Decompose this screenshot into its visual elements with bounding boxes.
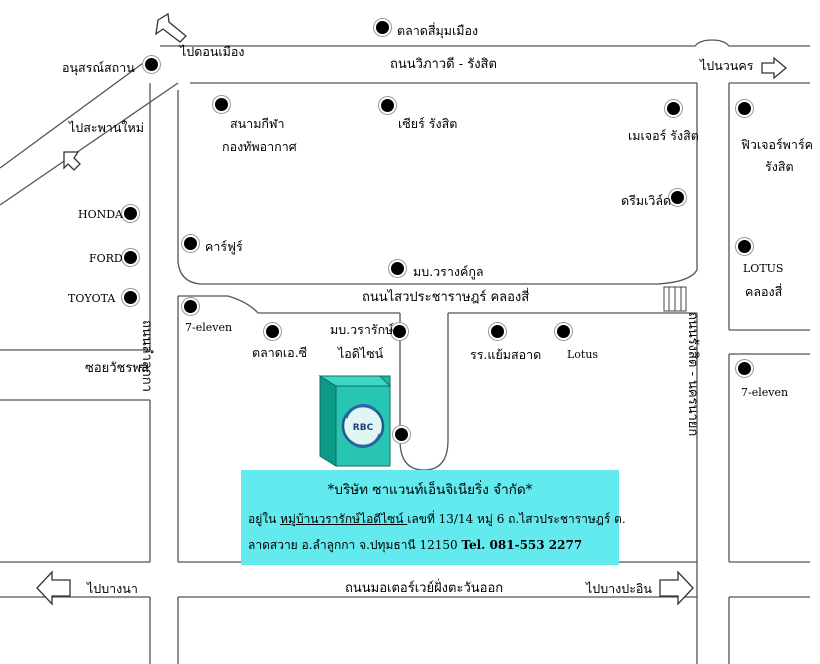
company-building-icon	[318, 375, 392, 467]
company-logo-text: RBC	[353, 423, 374, 433]
landmark-dot-school	[491, 325, 504, 338]
label-anusawari: อนุสรณ์สถาน	[62, 60, 135, 75]
label-talat-ec: ตลาดเอ.ซี	[252, 345, 308, 360]
landmark-dot-seven-right	[738, 362, 751, 375]
label-dreamworld: ดรีมเวิล์ด	[621, 193, 672, 208]
landmark-dot-major	[667, 102, 680, 115]
label-school: รร.แย้มสอาด	[470, 347, 542, 362]
landmark-dot-sanam-kila	[215, 98, 228, 111]
landmark-dot-future-top	[381, 99, 394, 112]
address-line-2: ลาดสวาย อ.ลำลูกกา จ.ปทุมธานี 12150 Tel. …	[248, 536, 582, 555]
label-kong-thap-akat: กองทัพอากาศ	[222, 139, 297, 154]
label-future-park-2: รังสิต	[765, 159, 794, 174]
label-carrefour: คาร์ฟูร์	[205, 239, 243, 254]
address-line-1: อยู่ใน หมู่บ้านวรารักษ์ไอดีไซน์ เลขที่ 1…	[248, 510, 626, 529]
company-info-box: *บริษัท ซาแวนท์เอ็นจิเนียริ่ง จำกัด* อยู…	[241, 470, 626, 565]
bottom-road-label: ถนนมอเตอร์เวย์ฝั่งตะวันออก	[345, 581, 504, 596]
label-toyota: TOYOTA	[68, 292, 116, 305]
landmark-dot-talat-si-mum-mueang	[376, 21, 389, 34]
label-future-top: เซียร์ รังสิต	[398, 116, 458, 131]
landmark-dot-anusawari	[145, 58, 158, 71]
soi-label: ซอยวัชรพล	[85, 361, 149, 376]
label-honda: HONDA	[78, 208, 123, 221]
arrow-right-bottom-icon	[659, 570, 694, 606]
arrow-left-bottom-icon	[36, 570, 71, 606]
top-road-label: ถนนวิภาวดี - รังสิต	[390, 57, 497, 72]
arrow-right-top-icon	[761, 56, 788, 80]
label-sanam-kila: สนามกีฬา	[230, 116, 285, 131]
don-mueang-label: ไปดอนเมือง	[180, 44, 245, 59]
address-prefix: อยู่ใน	[248, 512, 281, 526]
inner-road-label: ถนนไสวประชาราษฎร์ คลองสี่	[362, 290, 530, 305]
landmark-dot-honda	[124, 207, 137, 220]
nawanakorn-label: ไปนวนคร	[700, 58, 754, 73]
address-detail: เลขที่ 13/14 หมู่ 6 ถ.ไสวประชาราษฎร์ ต.	[407, 512, 626, 526]
bang-pa-in-label: ไปบางปะอิน	[586, 581, 652, 596]
label-seven-left: 7-eleven	[185, 321, 233, 334]
landmark-dot-ford	[124, 251, 137, 264]
company-title: *บริษัท ซาแวนท์เอ็นจิเนียริ่ง จำกัด*	[327, 482, 533, 498]
landmark-dot-wararak	[393, 325, 406, 338]
village-name: หมู่บ้านวรารักษ์ไอดีไซน์	[280, 512, 408, 526]
label-lotus-small: Lotus	[567, 348, 599, 361]
landmark-dot-toyota	[124, 291, 137, 304]
label-seven-right: 7-eleven	[741, 386, 789, 399]
landmark-dot-lotus-small	[557, 325, 570, 338]
telephone: Tel. 081-553 2277	[461, 538, 583, 552]
label-future-park: ฟิวเจอร์พาร์ค	[741, 137, 814, 152]
label-wararak-2: ไอดิไซน์	[338, 346, 384, 361]
label-major: เมเจอร์ รังสิต	[628, 128, 699, 143]
label-wararak-1: มบ.วรารักษ์	[330, 322, 394, 337]
label-talat-si-mum-mueang: ตลาดสี่มุมเมือง	[397, 23, 479, 38]
landmark-dot-company	[395, 428, 408, 441]
landmark-dot-future-park	[738, 102, 751, 115]
arrow-up-left-icon	[155, 12, 187, 43]
arrow-down-left-icon	[63, 151, 81, 171]
bangna-label: ไปบางนา	[87, 581, 138, 596]
landmark-dot-talat-ec	[266, 325, 279, 338]
bridge-icon	[663, 286, 687, 312]
address-district: ลาดสวาย อ.ลำลูกกา จ.ปทุมธานี 12150	[248, 538, 462, 552]
label-lotus-1: LOTUS	[743, 262, 784, 275]
landmark-dot-lotus-khlong-si	[738, 240, 751, 253]
left-vertical-road-label: ถนนลำลูกกา	[139, 320, 154, 392]
label-ford: FORD	[89, 252, 123, 265]
landmark-dot-dreamworld	[671, 191, 684, 204]
landmark-dot-carrefour	[184, 237, 197, 250]
right-vertical-road-label: ถนนรังสิต - นครนายก	[685, 312, 700, 437]
label-warangkun: มบ.วรางค์กูล	[413, 264, 484, 279]
landmark-dot-warangkun	[391, 262, 404, 275]
saphan-mai-label: ไปสะพานใหม่	[69, 120, 144, 135]
label-lotus-2: คลองสี่	[745, 284, 783, 299]
landmark-dot-seven-left	[184, 300, 197, 313]
